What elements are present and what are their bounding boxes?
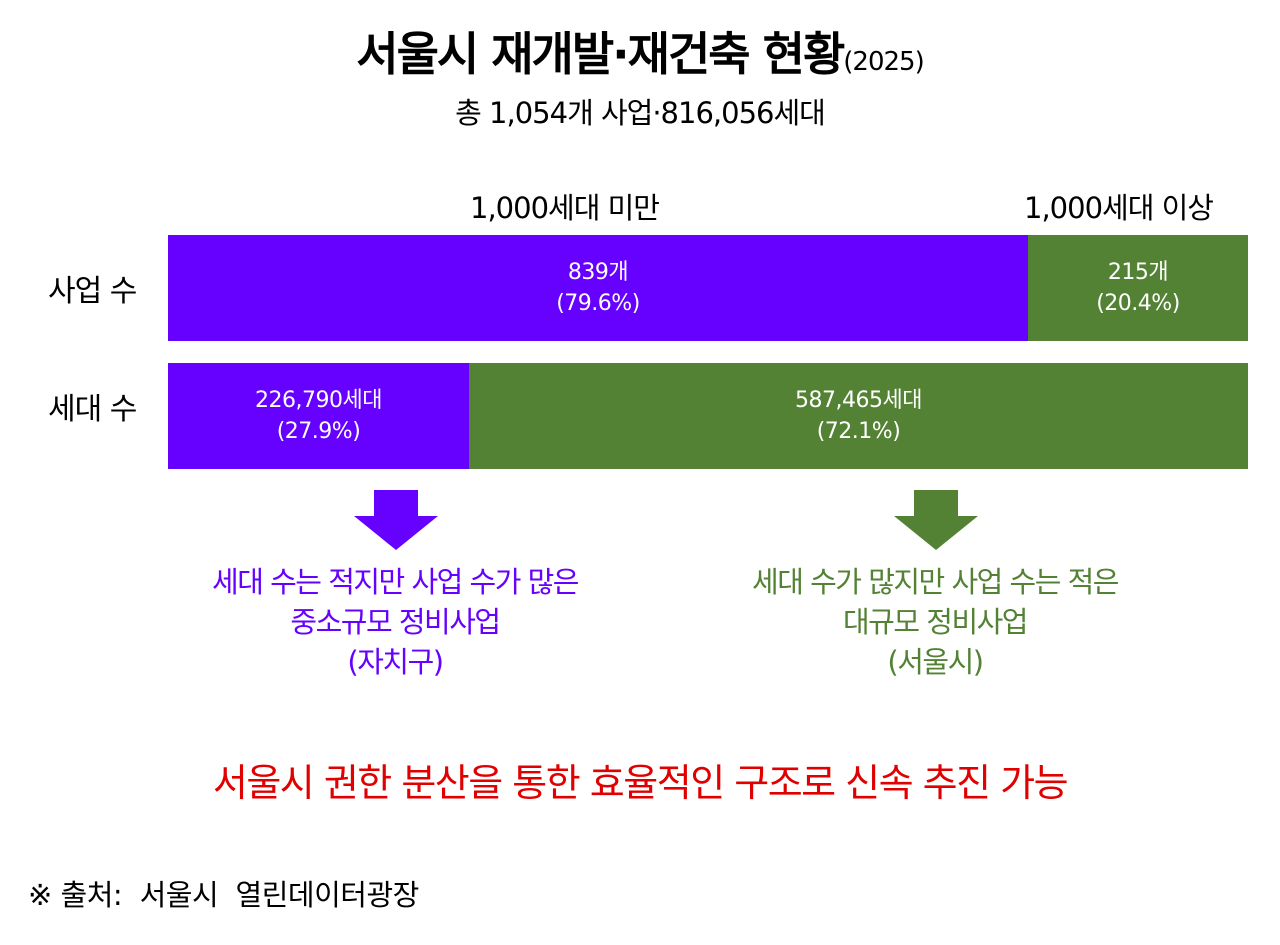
title-year: (2025) xyxy=(843,47,924,77)
note-right-line3: (서울시) xyxy=(887,645,984,679)
note-small-projects: 세대 수는 적지만 사업 수가 많은 중소규모 정비사업 (자치구) xyxy=(150,562,640,682)
projects-under-pct: (79.6%) xyxy=(556,291,640,316)
chart-title: 서울시 재개발·재건축 현황(2025) xyxy=(0,18,1280,84)
households-bar: 226,790세대 (27.9%) 587,465세대 (72.1%) xyxy=(168,363,1248,469)
households-under-segment: 226,790세대 (27.9%) xyxy=(168,363,469,469)
households-under-pct: (27.9%) xyxy=(276,419,361,444)
projects-over-pct: (20.4%) xyxy=(1096,291,1180,316)
projects-over-segment: 215개 (20.4%) xyxy=(1028,235,1248,341)
category-label-under-1000: 1,000세대 미만 xyxy=(470,191,660,225)
note-left-line2: 중소규모 정비사업 xyxy=(290,605,501,639)
households-over-value: 587,465세대 xyxy=(795,388,922,413)
title-text: 서울시 재개발·재건축 현황 xyxy=(356,27,845,81)
note-right-line2: 대규모 정비사업 xyxy=(843,605,1028,639)
chart-subtitle: 총 1,054개 사업·816,056세대 xyxy=(455,96,826,130)
category-label-over-1000: 1,000세대 이상 xyxy=(1024,191,1214,225)
note-large-projects: 세대 수가 많지만 사업 수는 적은 대규모 정비사업 (서울시) xyxy=(690,562,1180,682)
row-label-households: 세대 수 xyxy=(48,392,137,427)
projects-over-value: 215개 xyxy=(1107,260,1169,285)
note-right-line1: 세대 수가 많지만 사업 수는 적은 xyxy=(752,565,1119,599)
note-left-line3: (자치구) xyxy=(347,645,444,679)
conclusion-text: 서울시 권한 분산을 통한 효율적인 구조로 신속 추진 가능 xyxy=(212,761,1069,805)
projects-bar: 839개 (79.6%) 215개 (20.4%) xyxy=(168,235,1248,341)
households-over-segment: 587,465세대 (72.1%) xyxy=(469,363,1248,469)
projects-under-segment: 839개 (79.6%) xyxy=(168,235,1028,341)
source-note: ※ 출처: 서울시 열린데이터광장 xyxy=(28,878,419,912)
households-under-value: 226,790세대 xyxy=(255,388,382,413)
row-label-projects: 사업 수 xyxy=(48,274,137,309)
households-over-pct: (72.1%) xyxy=(816,419,901,444)
projects-under-value: 839개 xyxy=(567,260,629,285)
arrow-down-icon-green xyxy=(894,490,978,550)
arrow-down-icon-purple xyxy=(354,490,438,550)
note-left-line1: 세대 수는 적지만 사업 수가 많은 xyxy=(212,565,579,599)
